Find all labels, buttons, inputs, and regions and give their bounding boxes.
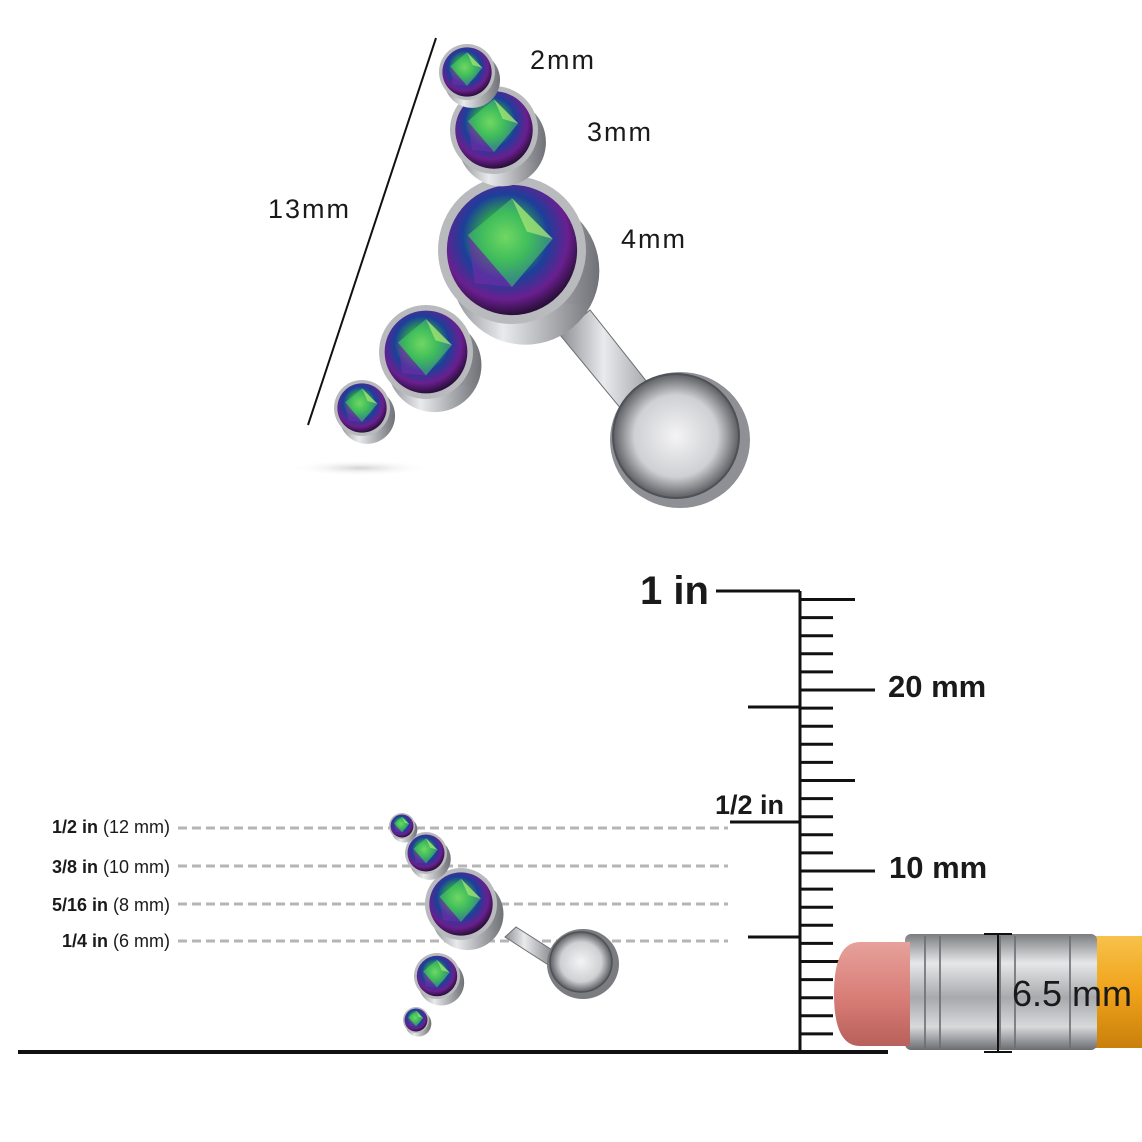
product-top-illustration: 2mm 3mm 4mm 13mm [268,37,750,508]
ruler-1-2-in-label: 1/2 in [715,790,784,820]
pencil-body [1090,936,1142,1048]
gem-2mm [439,44,501,108]
small-gem-3 [425,868,504,951]
gem-small-bottom [334,380,396,444]
gem-medium-bottom [379,305,482,413]
length-dimension-line [307,37,437,426]
size-guide: 1/2 in (12 mm) 3/8 in (10 mm) 5/16 in (8… [18,569,1142,1054]
size-label-10mm: 3/8 in (10 mm) [52,857,170,877]
small-gem-2 [414,953,465,1006]
small-gem-1 [403,1007,432,1037]
size-label-8mm: 5/16 in (8 mm) [52,895,170,915]
small-gem-5 [389,813,418,843]
product-small-illustration [389,813,619,1037]
pencil-size-label: 6.5 mm [1012,973,1132,1014]
gem-4mm [438,176,600,345]
stone-size-4mm-label: 4mm [621,224,687,254]
mm-ticks [800,598,875,1036]
labret-disc-back [610,372,750,508]
ruler-20-mm-label: 20 mm [888,669,986,704]
ruler-10-mm-label: 10 mm [889,850,987,885]
pencil-reference: 6.5 mm [834,933,1142,1053]
stone-size-2mm-label: 2mm [530,45,596,75]
pencil-eraser [834,942,910,1046]
stone-size-3mm-label: 3mm [587,117,653,147]
size-label-12mm: 1/2 in (12 mm) [52,817,170,837]
ruler-1-in-label: 1 in [640,569,709,613]
size-label-6mm: 1/4 in (6 mm) [62,931,170,951]
total-length-label: 13mm [268,194,351,224]
